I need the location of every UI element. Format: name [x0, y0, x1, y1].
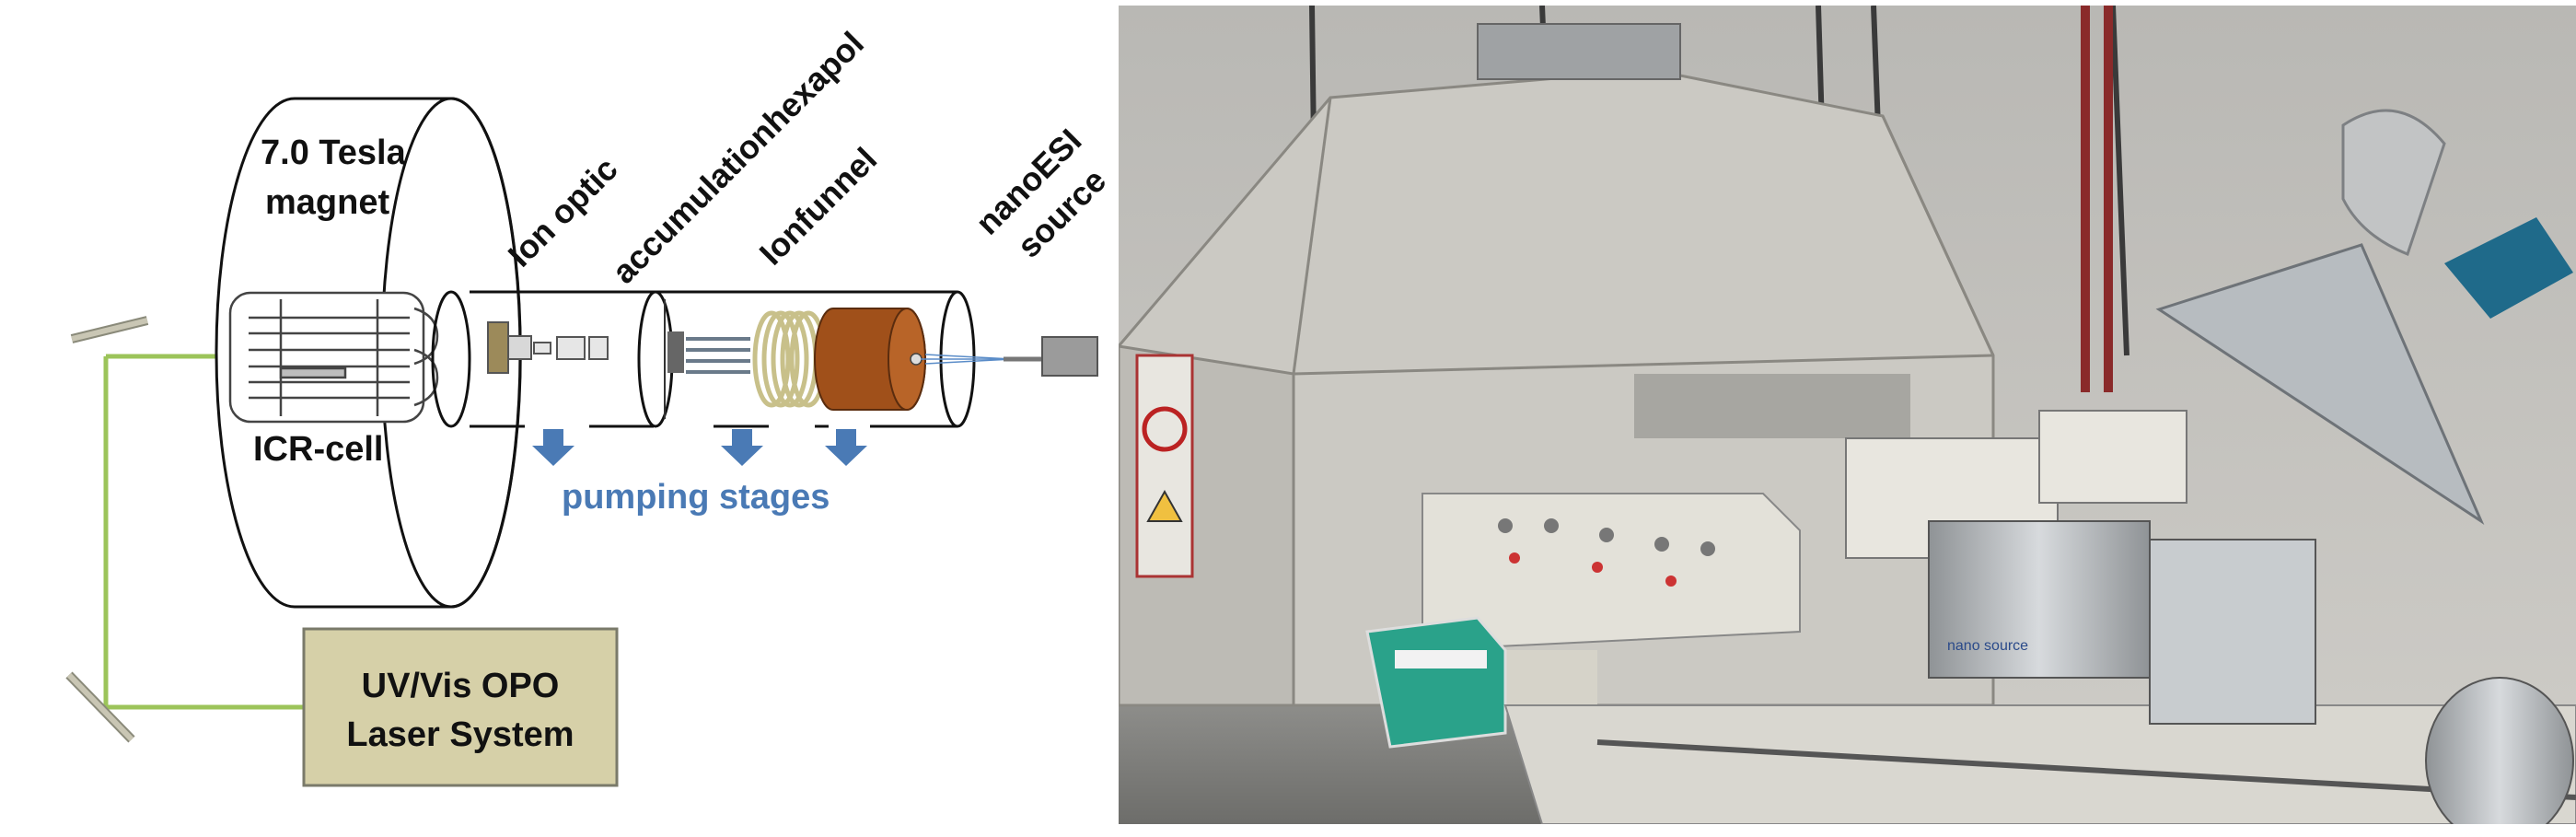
ion-optic-label: Ion optic: [501, 150, 625, 274]
hexapol-label: accumulationhexapol: [605, 24, 871, 290]
pump-arrows: [532, 429, 867, 466]
optical-bench: [1503, 704, 2576, 824]
exhaust-hood: [2155, 109, 2573, 526]
funnel-label: Ionfunnel: [752, 140, 885, 273]
tissue-box: [1365, 616, 1507, 749]
ion-optic: [487, 321, 609, 374]
accumulation-hexapol: [664, 299, 750, 419]
laser-beam-path: [103, 354, 304, 710]
instrument-schematic: 7.0 Tesla magnet ICR-cell Ion optic accu…: [65, 24, 1105, 787]
icr-cell-label: ICR-cell: [253, 430, 383, 469]
pump-arrow-3: [825, 429, 867, 466]
pump-arrow-1: [532, 429, 574, 466]
ion-funnel: [752, 308, 926, 411]
warning-sign: [1135, 354, 1194, 578]
source-sign-text: nano source: [1947, 638, 2028, 654]
nanoesi-source: [921, 336, 1098, 377]
pumping-stages-label: pumping stages: [562, 478, 830, 517]
pump-arrow-2: [721, 429, 763, 466]
laser-label-line2: Laser System: [346, 715, 574, 754]
ion-source-housing: nano source: [1845, 410, 2574, 824]
magnet-label-line1: 7.0 Tesla: [261, 134, 407, 172]
icr-cell: [228, 291, 439, 424]
lab-photo: nano source: [1119, 6, 2576, 824]
mirror-top: [70, 316, 149, 343]
mirror-bottom: [65, 671, 135, 743]
laser-system-box: [302, 627, 619, 787]
magnet-label-line2: magnet: [265, 183, 389, 222]
vacuum-tube: [431, 290, 976, 428]
red-pipes: [2081, 6, 2113, 392]
laser-label-line1: UV/Vis OPO: [362, 667, 560, 705]
